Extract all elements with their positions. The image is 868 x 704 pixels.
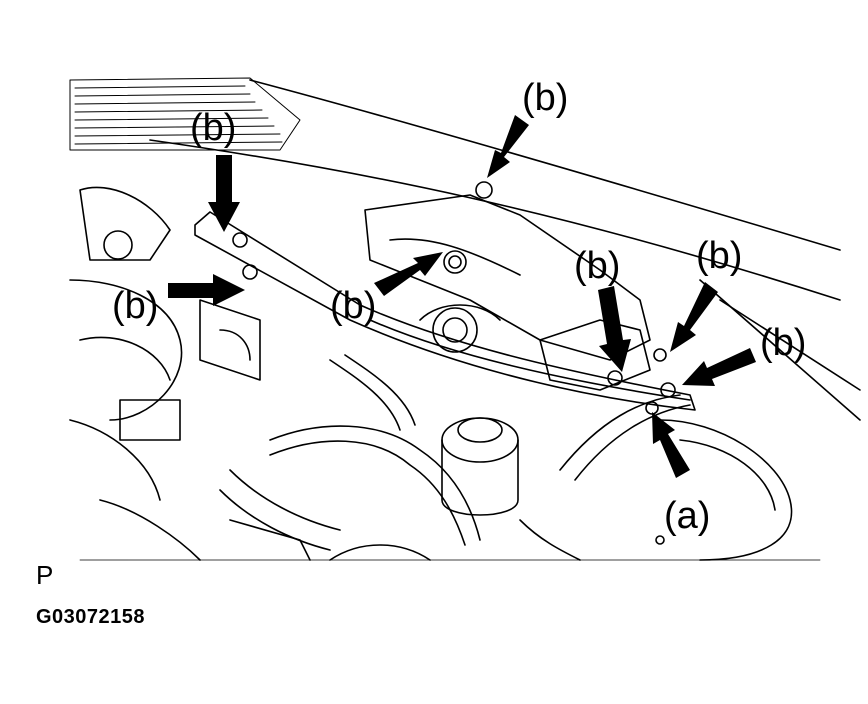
engine-cover xyxy=(364,194,651,361)
callout-b-right-mid: (b) xyxy=(574,245,620,287)
callout-b-top: (b) xyxy=(522,77,568,119)
callout-b-center: (b) xyxy=(330,285,376,327)
callout-b-far-right: (b) xyxy=(760,322,806,364)
arrow-icon xyxy=(487,115,529,178)
cowl-edge xyxy=(249,79,841,251)
arrow-icon xyxy=(168,274,245,306)
view-letter: P xyxy=(36,560,54,590)
callout-a-lower-right: (a) xyxy=(664,495,710,537)
cowl-grille xyxy=(69,77,301,151)
cowl-edge-lower xyxy=(149,139,841,301)
bolt xyxy=(645,401,659,415)
arrow-icon xyxy=(598,286,631,372)
arrow-icon xyxy=(652,412,690,478)
callout-b-right-upper: (b) xyxy=(696,235,742,277)
hose xyxy=(329,359,401,431)
bolt xyxy=(232,232,248,248)
bolt xyxy=(443,250,467,274)
arrow-icon xyxy=(374,252,443,296)
figure-code: G03072158 xyxy=(36,606,146,628)
arrow-icon xyxy=(670,282,718,352)
line-art xyxy=(69,77,861,561)
pointer-arrows xyxy=(168,115,756,478)
arrow-icon xyxy=(208,155,240,232)
arrow-icon xyxy=(682,348,756,386)
fender-edge xyxy=(699,279,861,421)
fluid-reservoir xyxy=(441,417,519,516)
bolt xyxy=(448,255,462,269)
fender-liner xyxy=(659,419,793,561)
callout-b-left: (b) xyxy=(112,285,158,327)
hose xyxy=(269,425,481,541)
bolt xyxy=(242,264,258,280)
callout-b-top-left: (b) xyxy=(190,107,236,149)
bolt xyxy=(475,181,493,199)
